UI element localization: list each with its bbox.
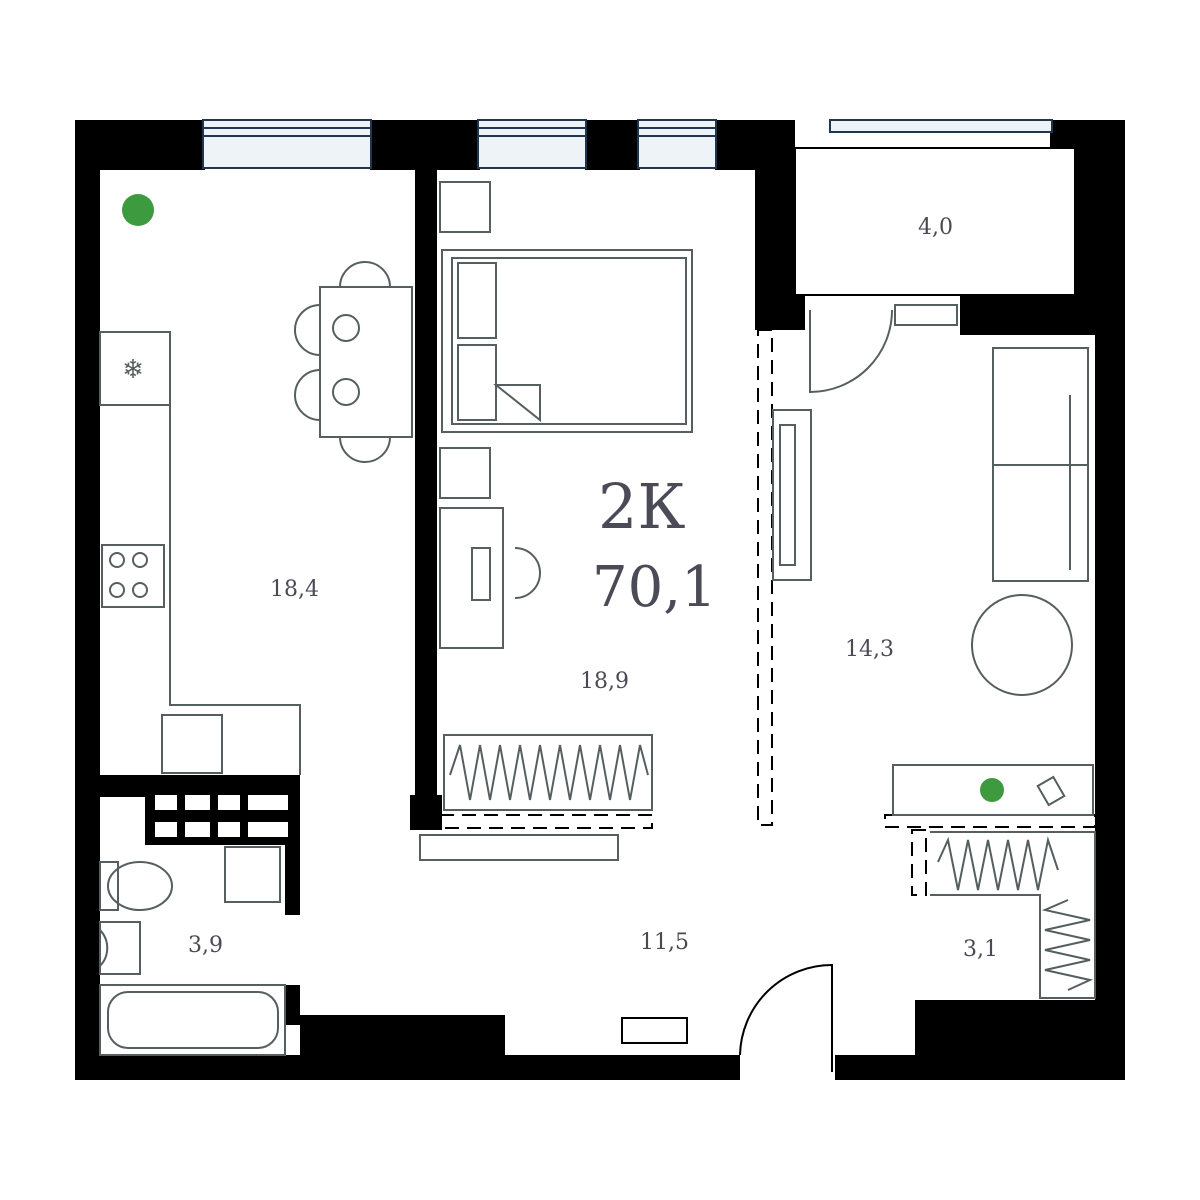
room-area-bathroom: 3,9 bbox=[188, 933, 223, 958]
walls bbox=[75, 120, 1125, 1080]
apartment-type: 2К bbox=[598, 470, 686, 543]
bedroom-furniture bbox=[419, 181, 693, 861]
windows bbox=[202, 119, 1053, 169]
snowflake-icon: ❄ bbox=[122, 355, 144, 385]
kitchen-furniture bbox=[99, 261, 413, 775]
bathroom-fixtures bbox=[99, 846, 286, 1056]
entrance-door bbox=[621, 963, 833, 1072]
vent-grid bbox=[155, 795, 288, 837]
balcony bbox=[794, 147, 1076, 296]
room-area-hallway: 11,5 bbox=[640, 930, 689, 955]
partition-dashed bbox=[439, 329, 1096, 896]
wardrobe-furniture bbox=[930, 831, 1096, 999]
room-area-kitchen: 18,4 bbox=[270, 577, 319, 602]
room-area-bedroom: 18,9 bbox=[580, 669, 629, 694]
plant-icon bbox=[122, 194, 1004, 802]
room-area-living: 14,3 bbox=[845, 637, 894, 662]
total-area: 70,1 bbox=[592, 555, 717, 620]
room-area-wardrobe: 3,1 bbox=[963, 937, 998, 962]
living-furniture bbox=[772, 347, 1094, 816]
room-area-balcony: 4,0 bbox=[918, 215, 953, 240]
balcony-door bbox=[809, 304, 958, 394]
